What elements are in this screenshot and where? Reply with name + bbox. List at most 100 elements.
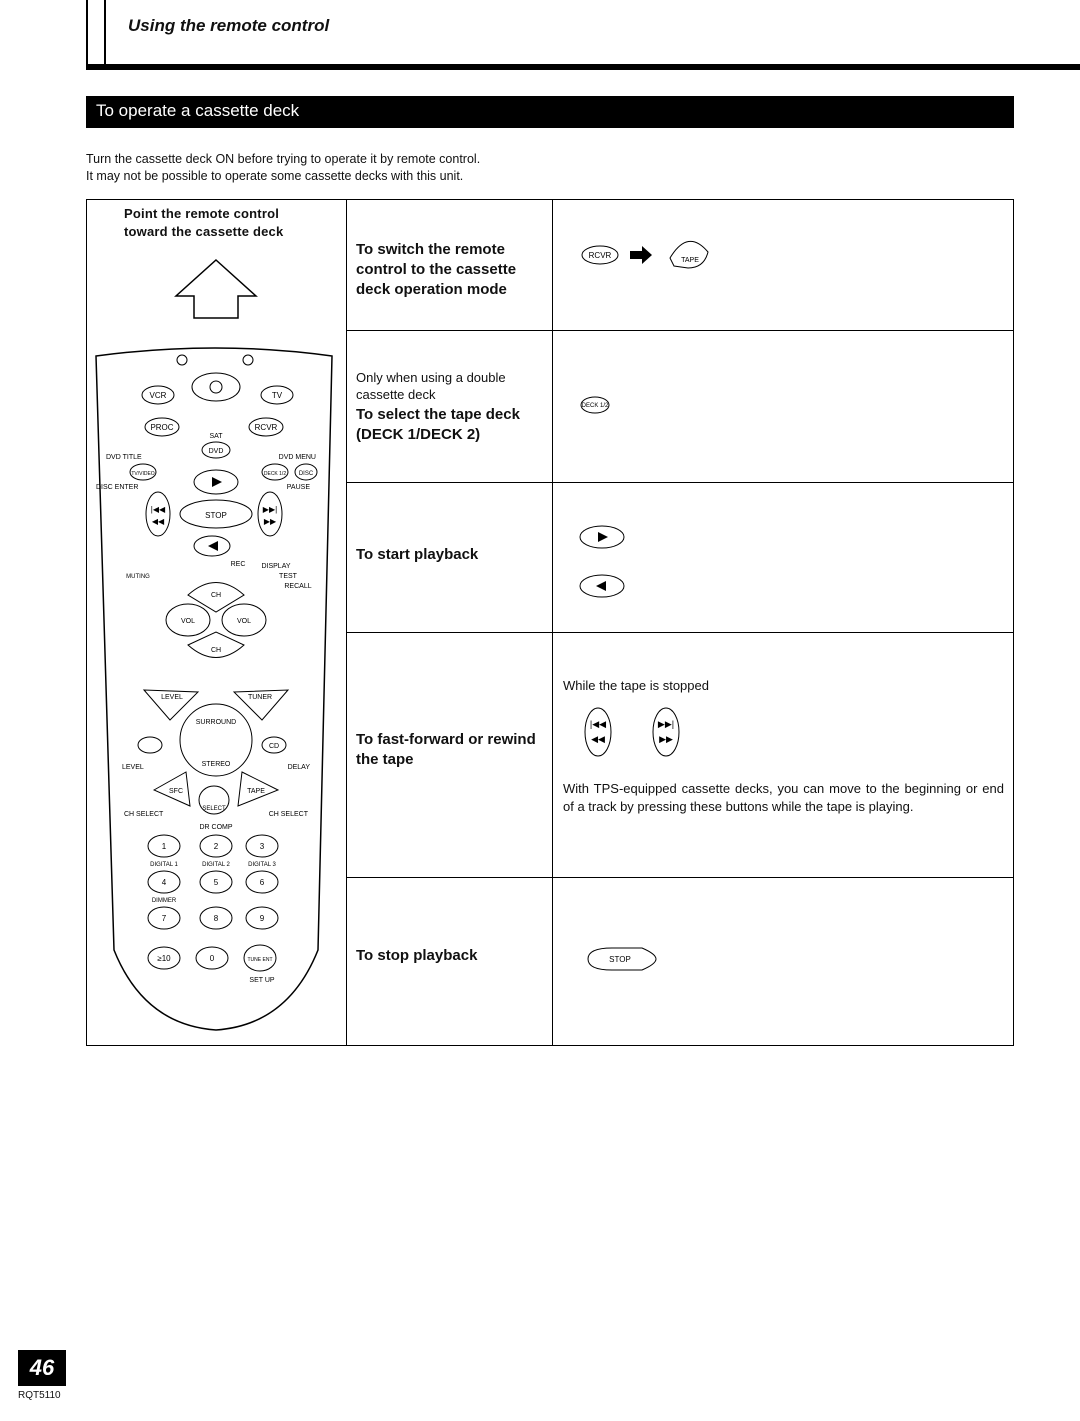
intro-line-2: It may not be possible to operate some c… [86, 169, 464, 183]
number-button-7 [147, 906, 181, 930]
disc-button [294, 463, 318, 481]
stereo-label: STEREO [202, 761, 231, 768]
number-label-4: 4 [162, 878, 167, 887]
surround-label: SURROUND [196, 719, 236, 726]
dvd-select-label: SELECT [202, 806, 226, 812]
page-title-banner: To operate a cassette deck [86, 96, 1014, 128]
number-keypad: 1 2 3 DIGITAL 1 DIGITAL 2 DIGITAL 3 4 5 … [147, 834, 279, 984]
number-button-0 [195, 946, 229, 970]
reverse-play-icon [596, 581, 606, 591]
row-divider-2 [346, 482, 1014, 483]
number-label-7: 7 [162, 914, 167, 923]
rewind-button [584, 707, 612, 757]
row2-label: To select the tape deck (DECK 1/DECK 2) [356, 406, 520, 443]
instruction-table [86, 199, 1014, 1046]
tune-ent-button [243, 944, 277, 972]
reverse-play-icon [208, 541, 218, 551]
number-button-8 [199, 906, 233, 930]
document-code: RQT5110 [18, 1390, 61, 1401]
stop-label: STOP [205, 511, 227, 520]
header-right-rule [104, 0, 106, 64]
sat-label: SAT [209, 433, 223, 440]
sfc-button [152, 771, 191, 807]
dimmer-label: DIMMER [152, 898, 177, 904]
row2-note: Only when using a double cassette deck [356, 370, 506, 402]
setup-label: SET UP [249, 977, 274, 984]
row3-buttons [579, 525, 625, 598]
tvvideo-button [129, 463, 157, 481]
ch-down-button [187, 631, 245, 658]
display-label: DISPLAY [261, 563, 290, 570]
tuner-button [232, 689, 290, 721]
number-label-3: 3 [260, 842, 265, 851]
page-number: 46 [18, 1350, 66, 1386]
section-title: Using the remote control [128, 16, 330, 35]
number-button-1 [147, 834, 181, 858]
deck12-button [580, 396, 610, 414]
number-button-9 [245, 906, 279, 930]
ch-select-left-label: CH SELECT [124, 811, 164, 818]
row4-label: To fast-forward or rewind the tape [356, 731, 536, 768]
header-left-rule [86, 0, 88, 70]
dvd-label: DVD [209, 448, 224, 455]
ir-emitter-left [176, 354, 188, 366]
number-label-2: 2 [214, 842, 219, 851]
rcvr-button-label: RCVR [589, 251, 612, 260]
skip-forward-icon: ▶▶| [263, 505, 277, 514]
skip-back-icon: |◀◀ [151, 505, 166, 514]
intro-text: Turn the cassette deck ON before trying … [86, 151, 480, 185]
play-icon [598, 532, 608, 542]
rewind-icon: ◀◀ [152, 517, 165, 526]
vcr-label: VCR [150, 391, 167, 400]
rewind-button [145, 491, 171, 537]
number-button-4 [147, 870, 181, 894]
row2-buttons: DECK 1/2 [580, 396, 610, 414]
deck12-button-label: DECK 1/2 [582, 403, 609, 409]
page-title: To operate a cassette deck [96, 101, 300, 120]
header-rule [86, 64, 1080, 70]
rec-label: REC [231, 561, 246, 568]
stop-button [179, 499, 253, 529]
delay-label: DELAY [288, 764, 311, 771]
number-button-3 [245, 834, 279, 858]
tape-button [237, 771, 280, 807]
proc-button [144, 417, 180, 437]
dvd-menu-label: DVD MENU [279, 454, 316, 461]
ch-down-label: CH [211, 647, 221, 654]
rcvr-button [581, 245, 619, 265]
proc-label: PROC [150, 423, 173, 432]
vol-down-label: VOL [181, 618, 195, 625]
skip-back-icon: |◀◀ [590, 719, 606, 729]
dr-comp-label: DR COMP [199, 824, 232, 831]
stop-button-label: STOP [609, 955, 631, 964]
number-label-5: 5 [214, 878, 219, 887]
vol-down-button [165, 603, 211, 637]
number-label-8: 8 [214, 914, 219, 923]
row-divider-1 [346, 330, 1014, 331]
cd-button [261, 736, 287, 754]
tvvideo-label: TV/VIDEO [131, 471, 154, 477]
remote-caption: Point the remote control toward the cass… [124, 206, 284, 239]
ch-up-label: CH [211, 592, 221, 599]
number-button-2 [199, 834, 233, 858]
delay-left-button [137, 736, 163, 754]
ch-select-right-label: CH SELECT [269, 811, 309, 818]
power-button [191, 372, 241, 402]
level-label: LEVEL [161, 694, 183, 701]
rcvr-label: RCVR [255, 423, 278, 432]
row4-description: With TPS-equipped cassette decks, you ca… [563, 781, 1004, 814]
skip-forward-icon: ▶▶| [658, 719, 674, 729]
tv-button [260, 385, 294, 405]
power-icon [209, 380, 223, 394]
digital1-label: DIGITAL 1 [150, 862, 178, 868]
ge10-label: ≥10 [157, 954, 171, 963]
row4-buttons: |◀◀ ◀◀ ▶▶| ▶▶ [584, 707, 680, 757]
number-label-6: 6 [260, 878, 265, 887]
sfc-label: SFC [169, 788, 183, 795]
fast-forward-icon: ▶▶ [264, 517, 277, 526]
row-divider-4 [346, 877, 1014, 878]
row3-label: To start playback [356, 546, 479, 563]
digital3-label: DIGITAL 3 [248, 862, 276, 868]
intro-line-1: Turn the cassette deck ON before trying … [86, 152, 481, 166]
up-arrow-icon [174, 258, 258, 319]
